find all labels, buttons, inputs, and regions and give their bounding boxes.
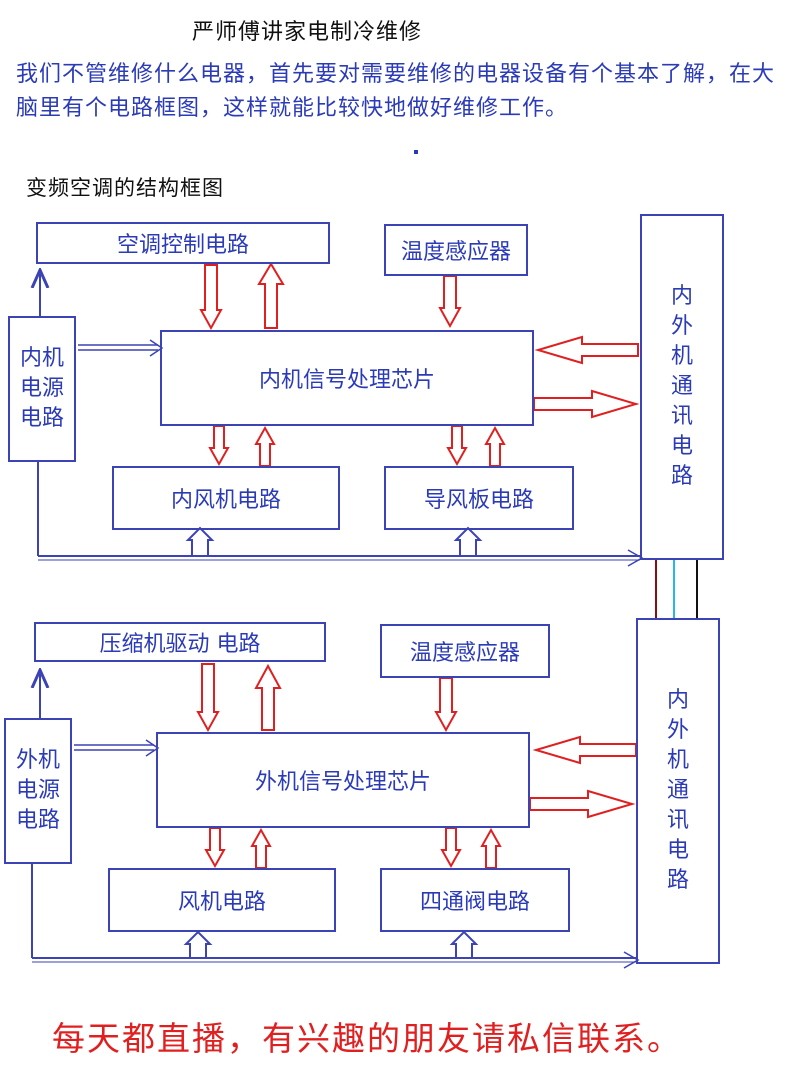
four-way-valve-label: 四通阀电路: [419, 890, 530, 915]
outdoor-power-circuit-box: 外机 电源 电路: [4, 718, 72, 864]
arrow-guide-to-chip: [484, 425, 506, 467]
arrow-sensor-to-chip-outdoor: [434, 677, 458, 733]
arrow-control-to-chip: [199, 264, 223, 331]
outdoor-comm-char-7: 路: [666, 868, 689, 893]
arrow-chip-to-compressor: [254, 663, 282, 731]
outdoor-temp-sensor-box: 温度感应器: [380, 624, 550, 678]
outdoor-power-line-2: 电源: [15, 778, 60, 803]
outdoor-arrows: [31, 663, 640, 969]
indoor-power-line-3: 电路: [19, 406, 64, 431]
outdoor-comm-char-6: 电: [666, 838, 689, 863]
arrow-chip-to-control: [257, 262, 285, 329]
intro-paragraph: 我们不管维修什么电器，首先要对需要维修的电器设备有个基本了解，在大脑里有个电路框…: [16, 62, 776, 121]
outdoor-comm-char-4: 通: [666, 778, 689, 803]
arrow-chip-to-fan-outdoor: [204, 827, 226, 869]
indoor-comm-char-7: 路: [670, 464, 693, 489]
indoor-power-line-1: 内机: [19, 346, 64, 371]
outdoor-chip-label: 外机信号处理芯片: [254, 770, 431, 795]
indoor-temp-sensor-label: 温度感应器: [400, 240, 511, 265]
ac-control-circuit-box: 空调控制电路: [36, 222, 330, 264]
arrow-chip-to-comm: [533, 389, 640, 419]
page-title: 严师傅讲家电制冷维修: [192, 20, 423, 45]
arrow-chip-to-guide: [446, 425, 468, 467]
louver-circuit-box: 导风板电路: [384, 466, 574, 530]
outdoor-comm-circuit-box: 内 外 机 通 讯 电 路: [636, 618, 720, 964]
outdoor-comm-char-2: 外: [666, 718, 689, 743]
indoor-temp-sensor-box: 温度感应器: [384, 224, 528, 276]
four-way-valve-box: 四通阀电路: [380, 868, 570, 932]
indoor-chip-box: 内机信号处理芯片: [160, 330, 534, 426]
outdoor-temp-sensor-label: 温度感应器: [409, 641, 520, 666]
arrow-chip-to-comm-outdoor: [529, 789, 636, 819]
outdoor-fan-circuit-label: 风机电路: [177, 890, 266, 915]
indoor-arrows: [38, 262, 644, 567]
indoor-power-line-2: 电源: [19, 376, 64, 401]
outdoor-comm-char-3: 机: [666, 748, 689, 773]
ac-control-circuit-label: 空调控制电路: [116, 233, 249, 258]
arrow-comm-to-chip: [534, 335, 639, 365]
outdoor-chip-box: 外机信号处理芯片: [156, 732, 530, 828]
indoor-comm-char-6: 电: [670, 434, 693, 459]
outdoor-comm-char-1: 内: [666, 688, 689, 713]
outdoor-power-bus: [31, 864, 640, 969]
louver-circuit-label: 导风板电路: [423, 488, 534, 513]
outdoor-power-line-1: 外机: [15, 748, 60, 773]
outdoor-fan-circuit-box: 风机电路: [108, 868, 336, 932]
indoor-comm-char-1: 内: [670, 284, 693, 309]
arrow-chip-to-valve: [440, 827, 462, 869]
arrow-valve-to-chip: [480, 827, 502, 869]
arrow-chip-to-fan: [208, 425, 230, 467]
compressor-driver-label: 压缩机驱动 电路: [99, 632, 261, 657]
indoor-comm-char-3: 机: [670, 344, 693, 369]
outdoor-comm-char-5: 讯: [666, 808, 689, 833]
footer-notice: 每天都直播，有兴趣的朋友请私信联系。: [52, 1019, 682, 1058]
section-title: 变频空调的结构框图: [26, 176, 224, 200]
indoor-fan-circuit-box: 内风机电路: [112, 466, 340, 530]
indoor-comm-char-5: 讯: [670, 404, 693, 429]
indoor-comm-char-2: 外: [670, 314, 693, 339]
arrow-power-to-chip-outdoor: [74, 739, 160, 757]
indoor-chip-label: 内机信号处理芯片: [258, 368, 435, 393]
indoor-fan-circuit-label: 内风机电路: [170, 488, 281, 513]
arrow-comm-to-chip-outdoor: [532, 735, 637, 765]
arrow-power-to-chip: [78, 339, 164, 357]
arrow-fan-to-chip: [254, 425, 276, 467]
indoor-power-circuit-box: 内机 电源 电路: [8, 316, 76, 462]
arrow-fan-to-chip-outdoor: [250, 827, 272, 869]
stray-dot: [414, 150, 418, 154]
outdoor-power-line-3: 电路: [15, 808, 60, 833]
arrow-compressor-to-chip: [196, 663, 220, 733]
indoor-comm-char-4: 通: [670, 374, 693, 399]
arrow-sensor-to-chip: [438, 275, 462, 329]
compressor-driver-box: 压缩机驱动 电路: [34, 622, 326, 662]
comm-cable: [655, 560, 698, 620]
indoor-comm-circuit-box: 内 外 机 通 讯 电 路: [640, 214, 724, 560]
